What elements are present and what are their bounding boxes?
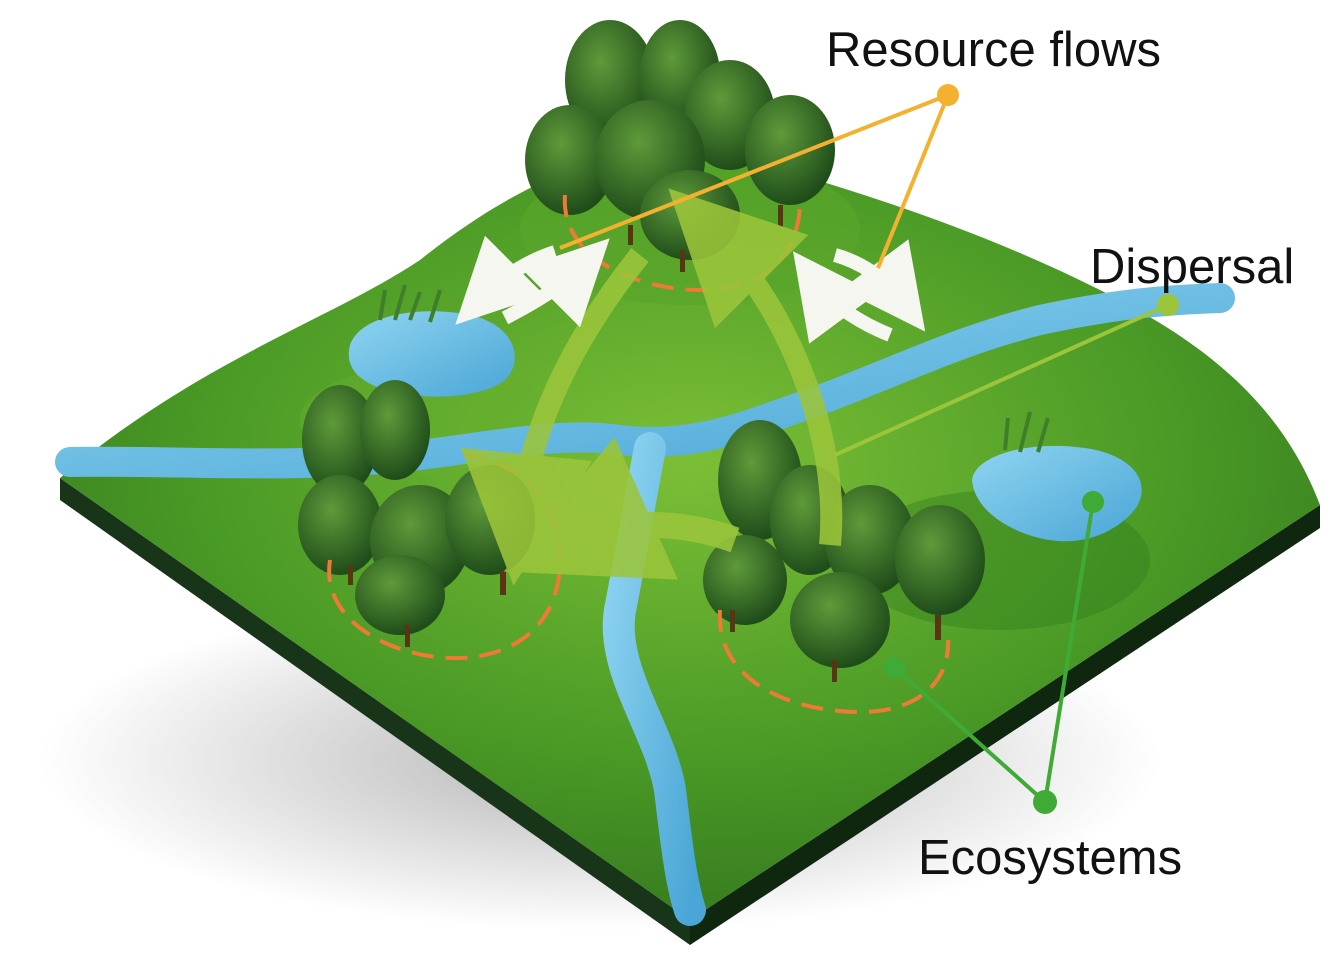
pond-right (972, 411, 1142, 542)
curved-arrow-icon (460, 188, 843, 586)
ecosystems-label: Ecosystems (918, 831, 1183, 885)
dispersal-label: Dispersal (1090, 240, 1295, 294)
double-curved-arrow-icon (455, 235, 926, 344)
ecosystems-callout-lines (884, 491, 1104, 814)
forest-right (703, 420, 985, 682)
resource-flows-callout-lines (559, 84, 959, 269)
pond-left (348, 284, 515, 397)
dispersal-callout-line (834, 294, 1179, 457)
resource-flows-label: Resource flows (826, 23, 1161, 77)
